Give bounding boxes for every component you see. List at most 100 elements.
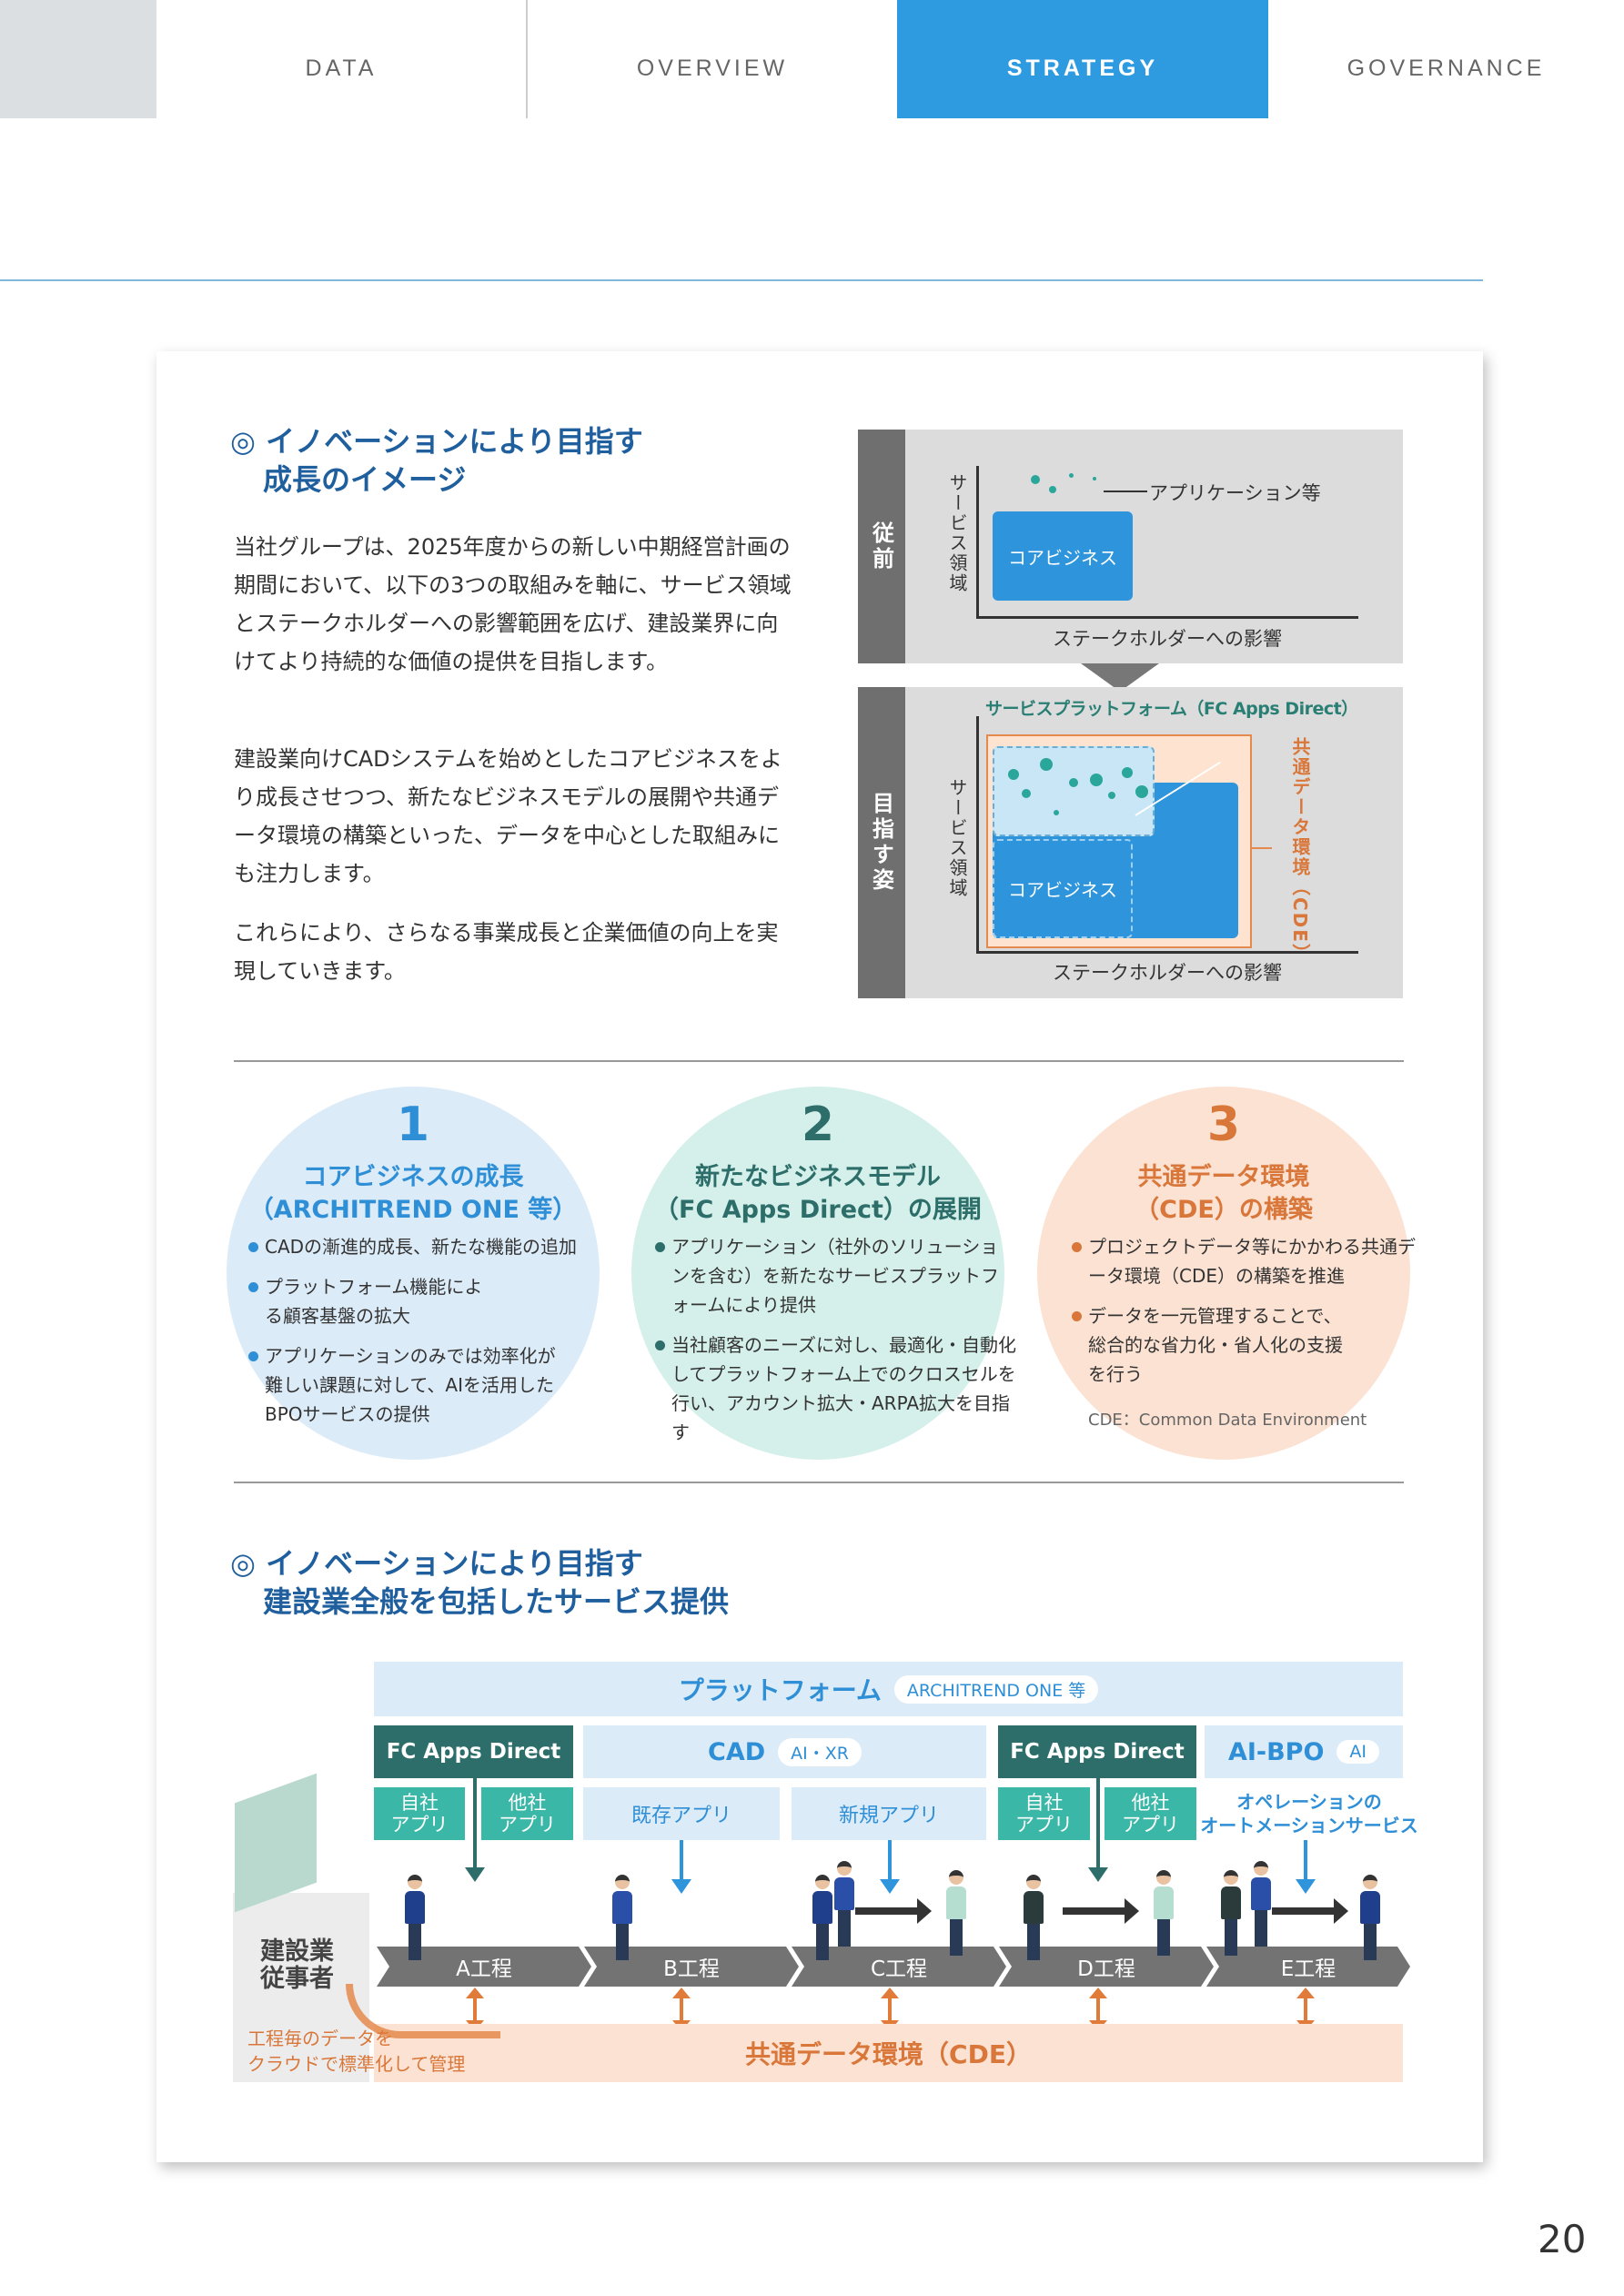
worker-figure [834,1861,854,1947]
tab-divider [526,0,528,118]
process-a: A工程 [377,1947,591,1987]
bidirectional-arrow-icon [1089,1988,1107,2031]
page-number: 20 [1538,2217,1587,2261]
bidirectional-arrow-icon [1296,1988,1315,2031]
app-dot [1069,473,1074,478]
worker-figure [1154,1870,1174,1956]
before-label: 従前 [858,430,905,663]
pillar-item: プラットフォーム機能による顧客基盤の拡大 [248,1272,494,1330]
arrow-right-icon [1063,1898,1139,1924]
worker-figure [405,1875,425,1960]
pillar-new-business-model: 2 新たなビジネスモデル（FC Apps Direct）の展開 アプリケーション… [631,1087,1016,1460]
pillar-number: 3 [1206,1097,1241,1152]
pillar-item: データを一元管理することで、総合的な省力化・省人化の支援を行う [1072,1301,1345,1389]
app-dot [1031,475,1040,484]
pillar-number: 1 [396,1097,430,1152]
app-dot [1008,769,1019,780]
worker-figure [1251,1861,1271,1947]
cde-leader [1252,847,1272,849]
x-axis [976,616,1358,619]
y-axis [976,716,979,953]
arrow-down-icon [465,1778,485,1882]
pillar-title: コアビジネスの成長（ARCHITREND ONE 等） [248,1163,578,1224]
pillar-number: 2 [801,1097,835,1152]
pillar-title: 共通データ環境（CDE）の構築 [1135,1163,1313,1224]
cde-footnote: CDE：Common Data Environment [1088,1411,1367,1430]
app-dot [1054,810,1059,815]
new-app: 新規アプリ [792,1787,986,1840]
x-axis-label: ステークホルダーへの影響 [1053,628,1282,650]
worker-figure [812,1875,832,1960]
worker-figure [1221,1870,1241,1956]
process-d: D工程 [999,1947,1214,1987]
app-dot [1022,789,1031,798]
cloud-note: 工程毎のデータを クラウドで標準化して管理 [247,2028,466,2075]
fc-apps-direct-1: FC Apps Direct [374,1725,573,1778]
arrow-right-icon [855,1898,932,1924]
apps-label: アプリケーション等 [1149,482,1321,504]
fc-apps-direct-2: FC Apps Direct [998,1725,1196,1778]
pillar-item: アプリケーション（社外のソリューションを含む）を新たなサービスプラットフォームに… [655,1232,1001,1320]
automation-service: オペレーションの オートメーションサービス [1200,1791,1418,1836]
tab-data[interactable]: DATA [305,55,378,81]
pillar-core-business: 1 コアビジネスの成長（ARCHITREND ONE 等） CADの漸進的成長、… [227,1087,600,1460]
arrow-down-icon [1088,1778,1108,1882]
x-axis-label: ステークホルダーへの影響 [1053,962,1282,984]
tab-overview[interactable]: OVERVIEW [636,55,789,81]
core-business-box: コアビジネス [993,511,1133,601]
pillar-item: CADの漸進的成長、新たな機能の追加 [248,1232,594,1261]
pillar-cde: 3 共通データ環境（CDE）の構築 プロジェクトデータ等にかかわる共通データ環境… [1037,1087,1416,1460]
pillar-item: アプリケーションのみでは効率化が難しい課題に対して、AIを活用したBPOサービス… [248,1341,558,1429]
worker-figure [1360,1875,1380,1960]
paragraph-3: これらにより、さらなる事業成長と企業価値の向上を実現していきます。 [234,920,779,984]
workers-label: 建設業 従事者 [260,1937,334,1993]
worker-figure [1024,1875,1044,1960]
diagram-before: 従前 サービス領域 コアビジネス アプリケーション等 ステークホルダーへの影響 [858,430,1403,663]
section2-title: ◎ イノベーションにより目指す建設業全般を包括したサービス提供 [230,1546,730,1619]
platform-label: サービスプラットフォーム（FC Apps Direct） [985,699,1358,719]
paragraph-2: 建設業向けCADシステムを始めとしたコアビジネスをより成長させつつ、新たなビジネ… [234,746,782,886]
existing-app: 既存アプリ [583,1787,780,1840]
other-app-2: 他社 アプリ [1105,1787,1196,1840]
platform-dashed-box [993,746,1155,836]
tab-governance[interactable]: GOVERNANCE [1347,55,1546,81]
app-dot [1090,774,1103,786]
tab-spacer [0,0,156,118]
own-app-1: 自社 アプリ [374,1787,465,1840]
y-axis-label: サービス領域 [946,778,968,898]
paragraph-1: 当社グループは、2025年度からの新しい中期経営計画の期間において、以下の3つの… [234,534,792,674]
header-rule [0,279,1483,281]
pillar-item: 当社顧客のニーズに対し、最適化・自動化してプラットフォーム上でのクロスセルを行い… [655,1330,1019,1447]
app-dot [1122,767,1133,778]
worker-figure [612,1875,632,1960]
app-dot [1040,758,1053,771]
app-dot [1108,792,1115,799]
tab-strategy[interactable]: STRATEGY [897,0,1268,118]
app-dot [1069,778,1078,787]
arrow-down-icon [671,1840,691,1894]
y-axis-label: サービス領域 [946,473,968,593]
cde-label: 共通データ環境（CDE） [1289,737,1311,964]
core-dashed-box: コアビジネス [993,839,1133,938]
app-dot [1049,486,1056,493]
pillar-item: プロジェクトデータ等にかかわる共通データ環境（CDE）の構築を推進 [1072,1232,1417,1290]
other-app-1: 他社 アプリ [481,1787,573,1840]
arrow-down-icon [1296,1840,1316,1894]
transition-arrow [1081,663,1159,692]
x-axis [976,951,1358,954]
section1-title: ◎ イノベーションにより目指す成長のイメージ [230,424,643,497]
apps-leader-line [1104,491,1147,492]
cde-band: 共通データ環境（CDE） [374,2024,1403,2082]
bidirectional-arrow-icon [881,1988,899,2031]
pillar-title: 新たなビジネスモデル（FC Apps Direct）の展開 [654,1163,982,1224]
own-app-2: 自社 アプリ [998,1787,1090,1840]
app-dot [1093,477,1096,480]
divider [234,1482,1404,1483]
bidirectional-arrow-icon [672,1988,691,2031]
diagram-after: 目指す姿 コアビジネス サービス領域 共通データ環境（CDE） ステークホルダー… [858,687,1403,998]
y-axis [976,466,979,619]
arrow-down-icon [880,1840,900,1894]
